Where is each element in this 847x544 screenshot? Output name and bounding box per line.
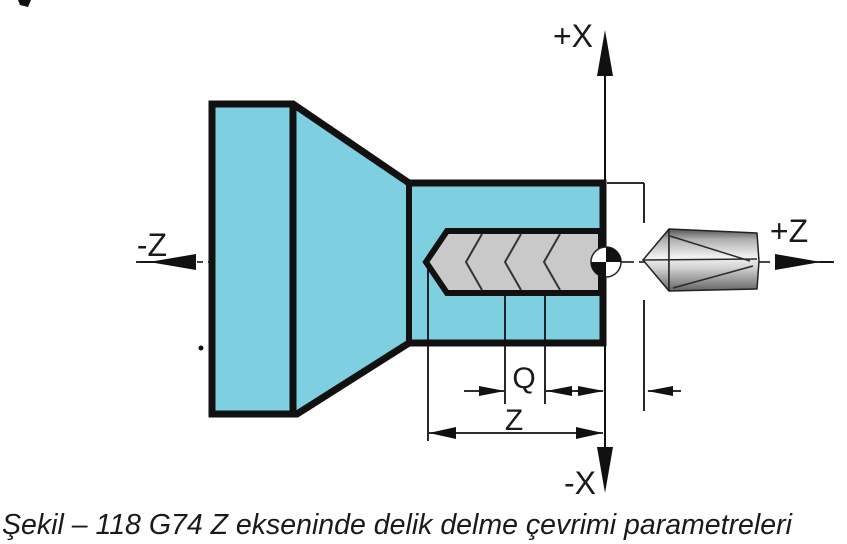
plus-x-arrowhead-icon <box>597 30 613 76</box>
dim-start-arrow-left-icon <box>578 386 604 396</box>
minus-z-arrowhead-icon <box>149 254 196 270</box>
minus-x-arrowhead-icon <box>597 447 613 493</box>
label-dim-q: Q <box>512 362 535 395</box>
drill-flute-lower <box>672 265 754 289</box>
label-plus-z: +Z <box>770 213 808 249</box>
drilled-hole <box>422 228 604 296</box>
peck-chevron-2 <box>503 233 522 291</box>
dim-z-arrow-right-icon <box>576 427 603 439</box>
dim-q-arrow-right-icon <box>546 386 572 396</box>
drill-cutting-edge <box>643 258 758 261</box>
drill-bit <box>642 228 760 292</box>
label-dim-z: Z <box>505 404 523 437</box>
figure-caption: Şekil – 118 G74 Z ekseninde delik delme … <box>2 509 793 541</box>
stray-dot-left <box>198 345 204 351</box>
label-minus-x: -X <box>564 465 596 501</box>
stray-mark-top-left <box>18 0 31 7</box>
label-plus-x: +X <box>553 18 593 54</box>
dim-q-arrow-left-icon <box>479 386 505 396</box>
label-minus-z: -Z <box>137 227 167 263</box>
origin-marker-quadrant-ne <box>606 247 621 262</box>
dim-z-arrow-left-icon <box>429 427 456 439</box>
plus-z-arrowhead-icon <box>775 254 821 270</box>
origin-marker-quadrant-sw <box>591 262 606 277</box>
drill-flute-upper <box>669 235 751 262</box>
dim-start-arrow-right-icon <box>647 386 673 396</box>
peck-chevron-1 <box>464 233 483 291</box>
peck-chevron-3 <box>542 233 561 291</box>
